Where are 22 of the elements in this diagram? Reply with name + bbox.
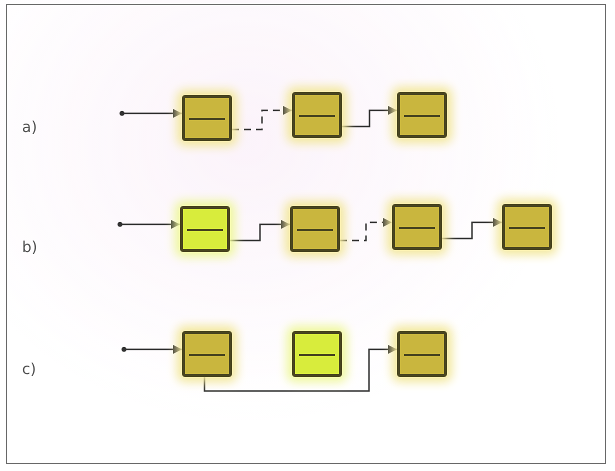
block-box [397, 92, 447, 138]
block-box [502, 204, 552, 250]
block-box [182, 331, 232, 377]
arrow [122, 108, 182, 118]
block-box [290, 206, 340, 252]
block-box [292, 92, 342, 138]
block-box [397, 331, 447, 377]
block-box [180, 206, 230, 252]
block-box [182, 95, 232, 141]
block-box [292, 331, 342, 377]
arrow [340, 218, 392, 242]
block-box [392, 204, 442, 250]
row-label: c) [22, 360, 36, 378]
arrow [442, 218, 502, 240]
row-label: a) [22, 118, 38, 136]
arrow [204, 344, 397, 392]
arrow [124, 344, 182, 354]
arrow [232, 106, 292, 130]
arrow [230, 220, 290, 242]
arrow [120, 220, 180, 229]
row-label: b) [22, 238, 38, 256]
arrow [342, 106, 397, 128]
